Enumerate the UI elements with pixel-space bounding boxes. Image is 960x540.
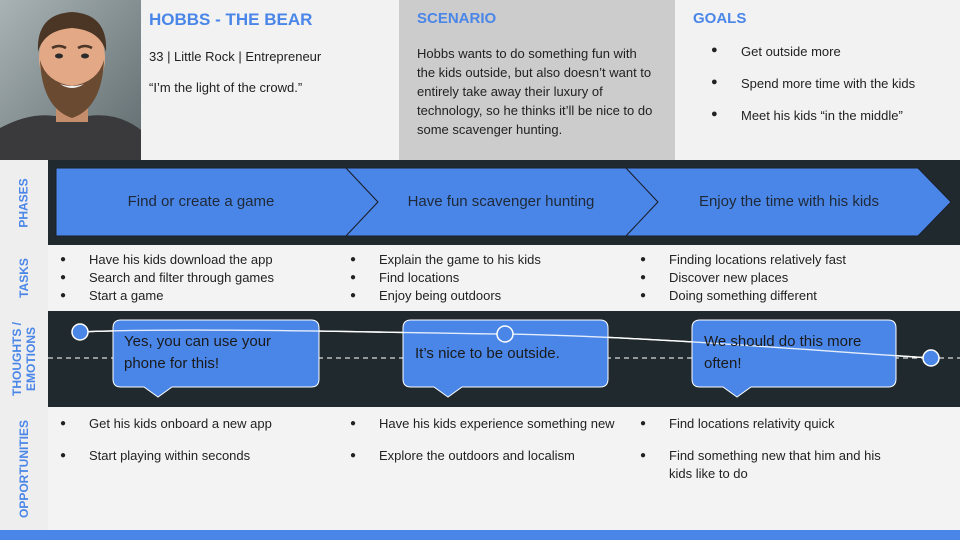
- emotion-point-end: [922, 349, 940, 367]
- emotion-point-middle: [496, 325, 514, 343]
- bullet-icon: ●: [350, 418, 357, 429]
- phase-label: Find or create a game: [127, 193, 275, 210]
- persona-photo: [0, 0, 141, 160]
- task-text: Find locations: [379, 270, 460, 285]
- list-item: ● Find locations: [348, 269, 628, 287]
- goal-text: Get outside more: [741, 44, 841, 59]
- persona-name: HOBBS - THE BEAR: [149, 10, 313, 29]
- tasks-column-1: ● Have his kids download the app ● Search …: [58, 251, 338, 305]
- phases-chevrons: [55, 167, 952, 237]
- bullet-icon: ●: [60, 254, 67, 265]
- list-item: ● Find something new that him and his kid…: [638, 447, 903, 483]
- list-item: ● Explain the game to his kids: [348, 251, 628, 269]
- emotion-point-start: [71, 323, 89, 341]
- task-text: Enjoy being outdoors: [379, 288, 502, 303]
- task-text: Discover new places: [669, 270, 789, 285]
- goals-panel: GOALS ● Get outside more ● Spend more time…: [675, 0, 960, 160]
- opportunity-text: Get his kids onboard a new app: [89, 416, 272, 431]
- list-item: ● Finding locations relatively fast: [638, 251, 938, 269]
- task-text: Have his kids download the app: [89, 252, 273, 267]
- phase-label: Enjoy the time with his kids: [698, 193, 880, 210]
- tasks-band: [48, 245, 960, 311]
- bullet-icon: ●: [350, 254, 357, 265]
- task-text: Start a game: [89, 288, 164, 303]
- list-item: ● Get his kids onboard a new app: [58, 415, 338, 433]
- goals-list: ● Get outside more ● Spend more time with …: [693, 44, 942, 140]
- emotion-curve: [48, 319, 960, 398]
- persona-panel: HOBBS - THE BEAR 33 | Little Rock | Entr…: [141, 0, 399, 160]
- list-item: ● Have his kids experience something new: [348, 415, 618, 433]
- goals-title: GOALS: [693, 10, 747, 27]
- task-text: Explain the game to his kids: [379, 252, 541, 267]
- thought-bubble-3: [691, 319, 897, 398]
- bullet-icon: ●: [640, 254, 647, 265]
- list-item: ● Start a game: [58, 287, 338, 305]
- thought-text: It’s nice to be outside.: [415, 345, 560, 362]
- opportunities-column-1: ● Get his kids onboard a new app ● Start p…: [58, 415, 338, 465]
- task-text: Doing something different: [669, 288, 817, 303]
- bullet-icon: ●: [60, 418, 67, 429]
- opportunity-text: Find something new that him and his kids…: [669, 448, 881, 481]
- bullet-icon: ●: [640, 450, 647, 461]
- goal-item: ● Spend more time with the kids: [693, 76, 942, 108]
- opportunity-text: Explore the outdoors and localism: [379, 448, 575, 463]
- list-item: ● Enjoy being outdoors: [348, 287, 628, 305]
- bullet-icon: ●: [711, 44, 718, 56]
- bullet-icon: ●: [350, 272, 357, 283]
- opportunity-text: Have his kids experience something new: [379, 416, 615, 431]
- goal-item: ● Meet his kids “in the middle”: [693, 108, 942, 140]
- bullet-icon: ●: [711, 76, 718, 88]
- scenario-panel: SCENARIO Hobbs wants to do something fun…: [399, 0, 675, 160]
- goal-text: Spend more time with the kids: [741, 76, 916, 91]
- thought-bubble-1: [112, 319, 320, 398]
- bullet-icon: ●: [350, 450, 357, 461]
- bullet-icon: ●: [60, 450, 67, 461]
- row-label-phases: PHASES: [0, 160, 48, 245]
- scenario-title: SCENARIO: [417, 10, 497, 27]
- bullet-icon: ●: [60, 272, 67, 283]
- list-item: ● Discover new places: [638, 269, 938, 287]
- bullet-icon: ●: [640, 418, 647, 429]
- goal-text: Meet his kids “in the middle”: [741, 108, 903, 123]
- thought-text: We should do this more often!: [704, 333, 862, 372]
- opportunities-band: [48, 407, 960, 530]
- opportunity-text: Start playing within seconds: [89, 448, 251, 463]
- persona-quote: “I’m the light of the crowd.”: [149, 80, 303, 95]
- list-item: ● Find locations relativity quick: [638, 415, 903, 433]
- row-label-tasks-text: TASKS: [17, 258, 31, 298]
- list-item: ● Doing something different: [638, 287, 938, 305]
- bottom-accent-bar: [0, 530, 960, 540]
- tasks-column-3: ● Finding locations relatively fast ● Disc…: [638, 251, 938, 305]
- row-label-phases-text: PHASES: [17, 177, 32, 228]
- scenario-text: Hobbs wants to do something fun with the…: [417, 46, 653, 137]
- row-label-tasks: TASKS: [0, 245, 48, 311]
- goal-item: ● Get outside more: [693, 44, 942, 76]
- opportunities-column-2: ●Have his kids experience something new …: [348, 415, 618, 465]
- opportunity-text: Find locations relativity quick: [669, 416, 835, 431]
- row-labels-column: [0, 160, 48, 530]
- bullet-icon: ●: [60, 290, 67, 301]
- bullet-icon: ●: [640, 290, 647, 301]
- tasks-column-2: ● Explain the game to his kids ● Find loca…: [348, 251, 628, 305]
- opportunities-column-3: ● Find locations relativity quick ● Find s…: [638, 415, 903, 483]
- phase-label: Have fun scavenger hunting: [407, 193, 595, 210]
- thought-bubble-2: [402, 319, 609, 398]
- list-item: ● Search and filter through games: [58, 269, 338, 287]
- phase-chevron-3: [624, 167, 952, 237]
- row-label-opportunities-text: OPPORTUNITIES: [17, 419, 32, 518]
- bullet-icon: ●: [640, 272, 647, 283]
- bullet-icon: ●: [711, 108, 718, 120]
- task-text: Finding locations relatively fast: [669, 252, 847, 267]
- list-item: ● Have his kids download the app: [58, 251, 338, 269]
- bullet-icon: ●: [350, 290, 357, 301]
- persona-photo-illustration: [0, 0, 141, 160]
- task-text: Search and filter through games: [89, 270, 274, 285]
- thought-text: Yes, you can use your phone for this!: [124, 333, 272, 372]
- list-item: ● Start playing within seconds: [58, 447, 338, 465]
- row-label-opportunities: OPPORTUNITIES: [0, 407, 48, 530]
- persona-details: 33 | Little Rock | Entrepreneur: [149, 49, 322, 64]
- list-item: ● Explore the outdoors and localism: [348, 447, 618, 465]
